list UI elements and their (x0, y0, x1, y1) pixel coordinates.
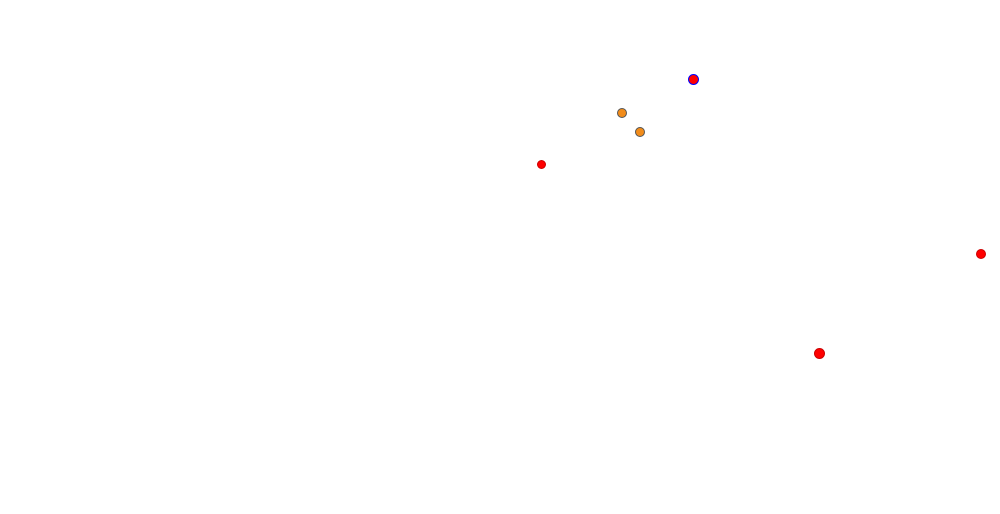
marker-red-dot[interactable] (688, 74, 699, 85)
marker-red-dot[interactable] (537, 160, 546, 169)
marker-orange-dot[interactable] (617, 108, 627, 118)
marker-orange-dot[interactable] (635, 127, 645, 137)
marker-red-dot[interactable] (976, 249, 986, 259)
marker-red-dot[interactable] (814, 348, 825, 359)
